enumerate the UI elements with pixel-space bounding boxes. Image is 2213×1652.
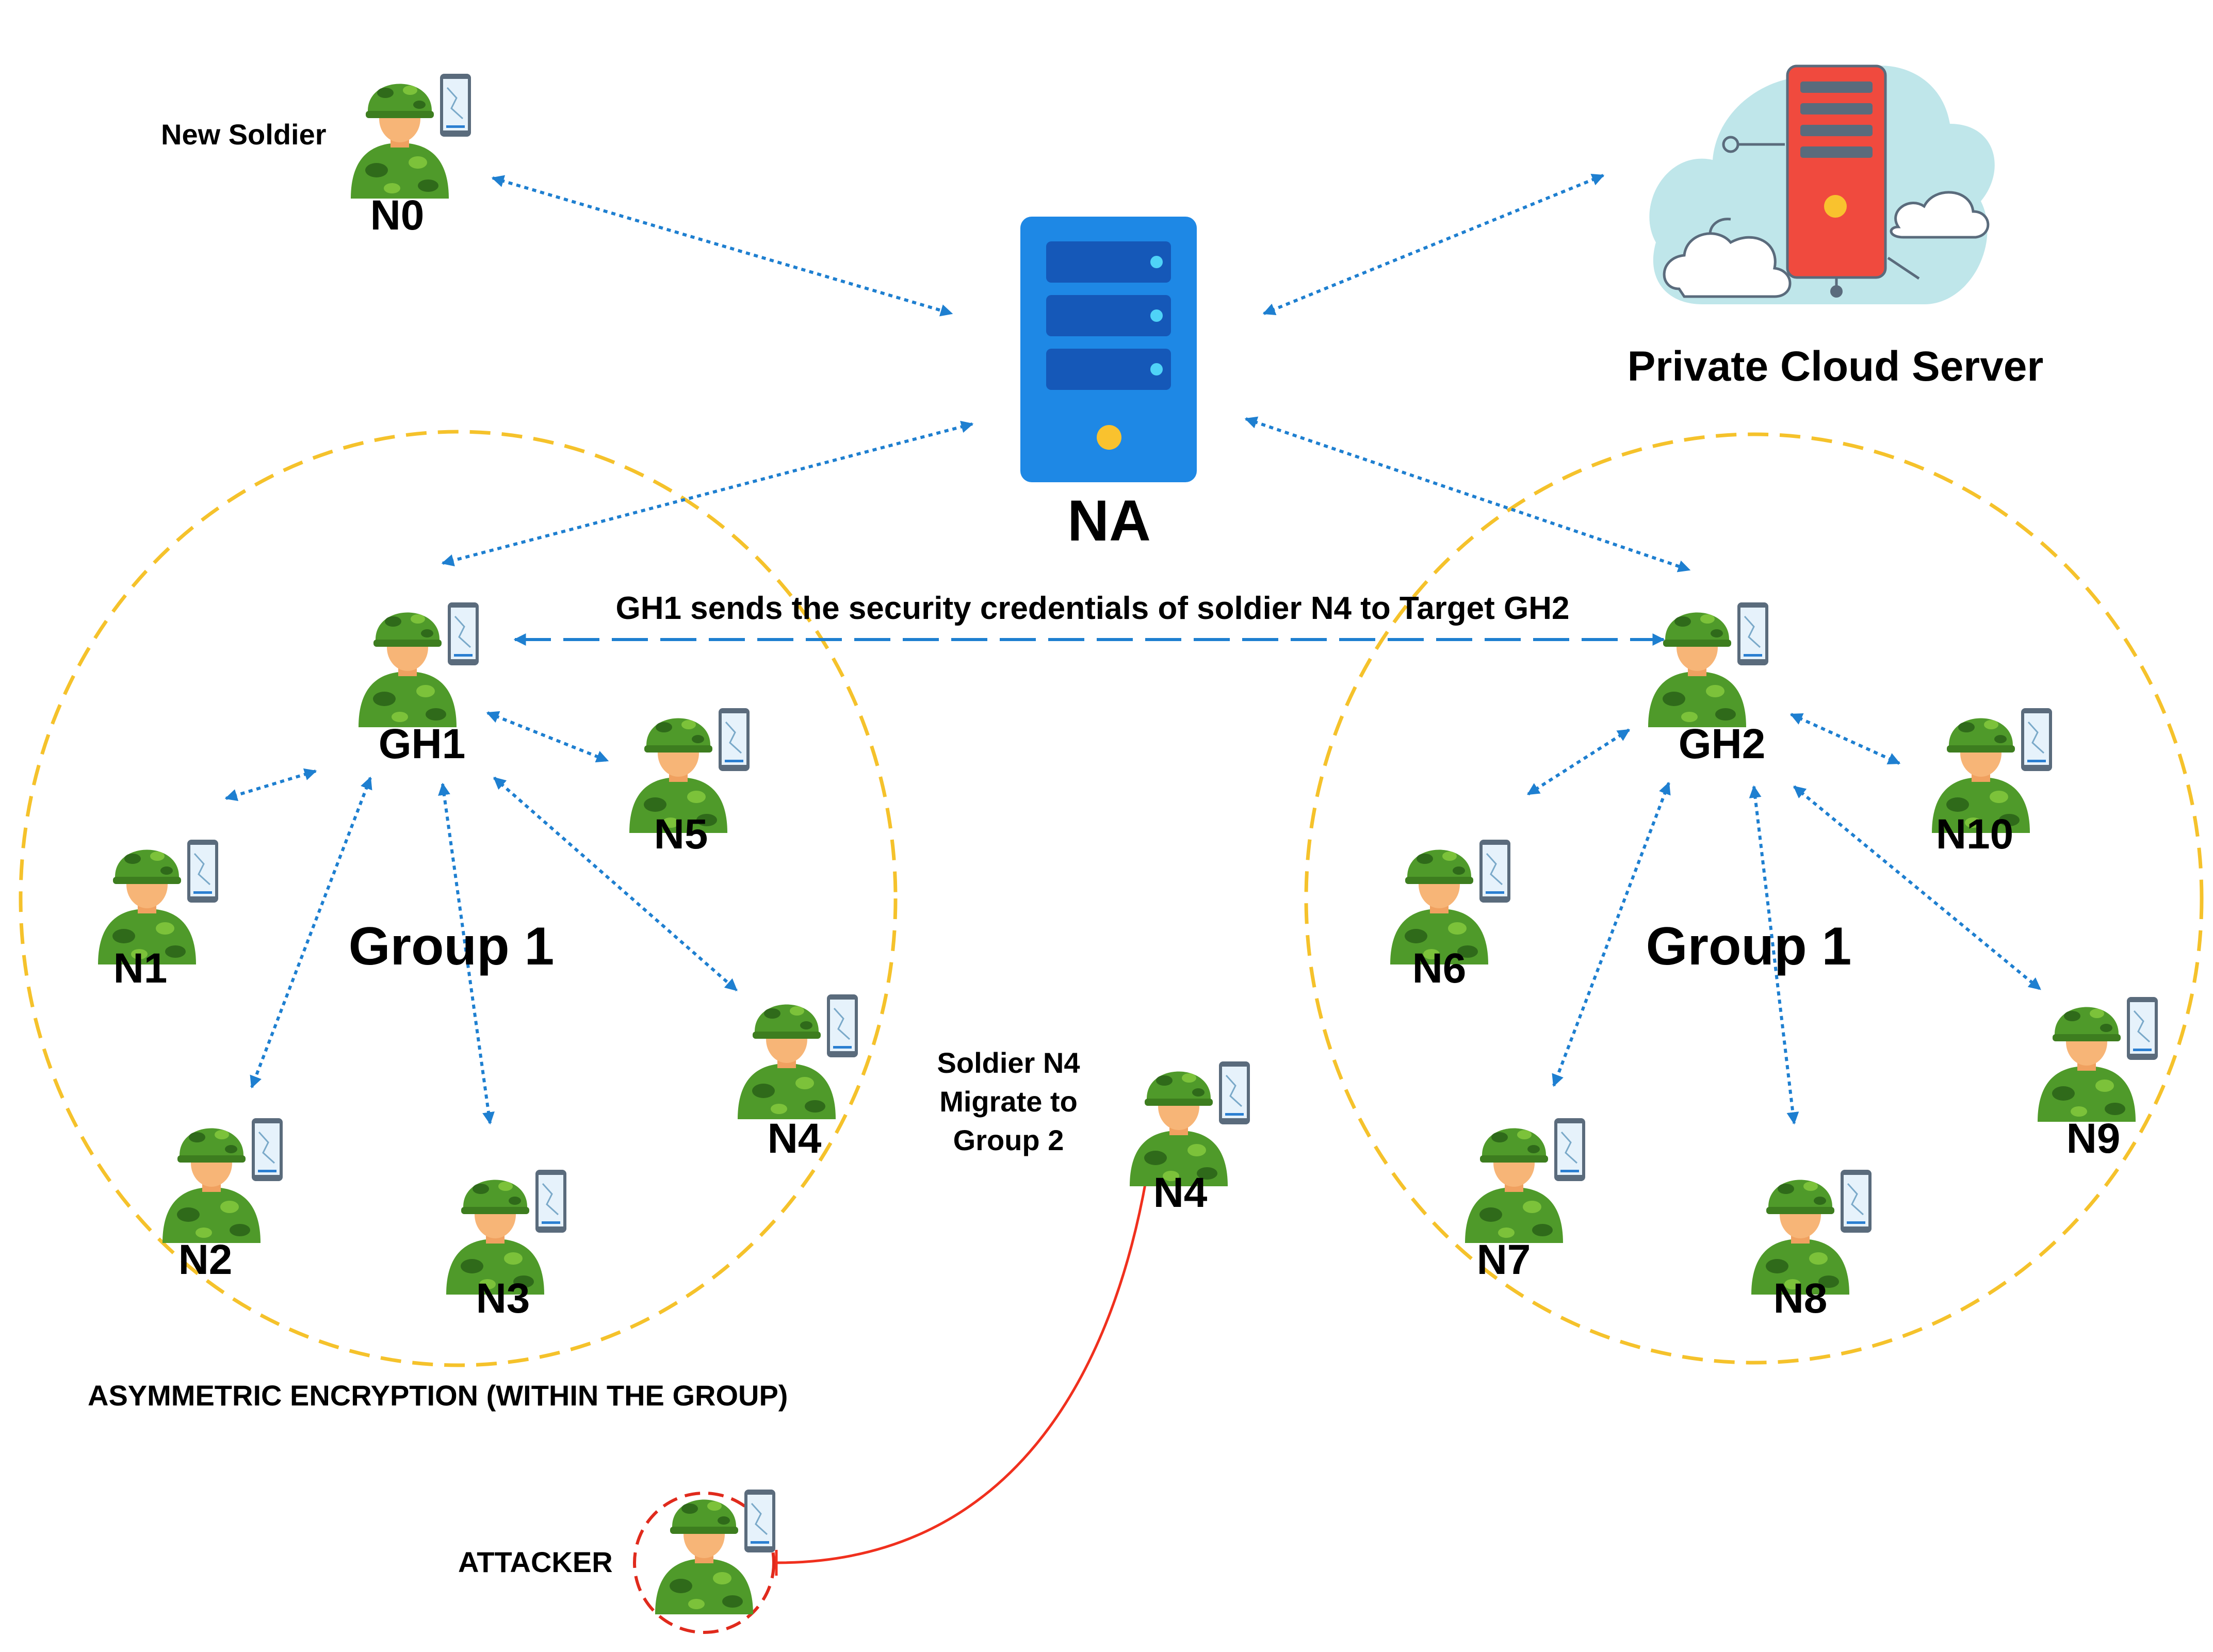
link-gh1-n5 (486, 711, 609, 763)
n3-label: N3 (476, 1275, 530, 1322)
n8-label: N8 (1773, 1275, 1828, 1322)
link-na-gh2 (1244, 416, 1691, 573)
new-soldier-label: New Soldier (161, 118, 327, 151)
group2-boundary (1304, 432, 2204, 1365)
server-icon (1020, 217, 1197, 482)
group-left-label: Group 1 (349, 917, 555, 976)
attacker-ring (633, 1492, 775, 1634)
migrate-note-line2: Migrate to (939, 1085, 1078, 1118)
n1-label: N1 (113, 945, 168, 992)
link-gh2-n9 (1793, 785, 2041, 991)
gh1-label: GH1 (379, 721, 466, 767)
n6-label: N6 (1412, 945, 1467, 992)
link-gh2-n10 (1789, 713, 1901, 765)
soldier-gh2-icon[interactable] (1647, 601, 1769, 728)
link-gh1-n1 (224, 768, 317, 802)
group-right-label: Group 1 (1646, 917, 1852, 976)
cloud-server-label: Private Cloud Server (1628, 343, 2044, 390)
gh2-label: GH2 (1679, 721, 1766, 767)
n10-label: N10 (1936, 811, 2013, 858)
attack-link (776, 1160, 1151, 1564)
links (224, 174, 2041, 1125)
n9-label: N9 (2066, 1115, 2121, 1162)
soldier-migrating-n4-icon[interactable] (1129, 1060, 1251, 1187)
soldier-n0-icon[interactable] (350, 73, 472, 200)
migrating-n4-label: N4 (1153, 1169, 1208, 1216)
link-na-gh1 (441, 420, 974, 567)
attacker-label: ATTACKER (458, 1546, 613, 1578)
encryption-note: ASYMMETRIC ENCRYPTION (WITHIN THE GROUP) (88, 1379, 788, 1412)
migrate-note-line3: Group 2 (953, 1124, 1064, 1156)
n2-label: N2 (178, 1236, 233, 1283)
link-gh1-n2 (250, 776, 372, 1089)
link-gh2-n6 (1526, 728, 1631, 796)
attacker-icon[interactable] (654, 1489, 776, 1615)
n4-label: N4 (768, 1115, 822, 1162)
soldier-n2-icon[interactable] (161, 1117, 284, 1244)
credentials-message: GH1 sends the security credentials of so… (615, 591, 1569, 626)
n0-label: N0 (370, 192, 425, 239)
soldier-gh1-icon[interactable] (357, 601, 480, 728)
soldier-n7-icon[interactable] (1464, 1117, 1586, 1244)
na-label: NA (1067, 488, 1151, 553)
soldier-n9-icon[interactable] (2037, 996, 2159, 1123)
n7-label: N7 (1477, 1236, 1531, 1283)
link-cloud-na (1262, 174, 1605, 315)
link-n0-na (491, 175, 953, 317)
soldier-n4-icon[interactable] (737, 993, 859, 1120)
link-gh2-n8 (1749, 785, 1799, 1125)
migrate-note-line1: Soldier N4 (937, 1046, 1080, 1079)
cloud-server-icon (1649, 64, 1995, 304)
n5-label: N5 (654, 811, 708, 858)
